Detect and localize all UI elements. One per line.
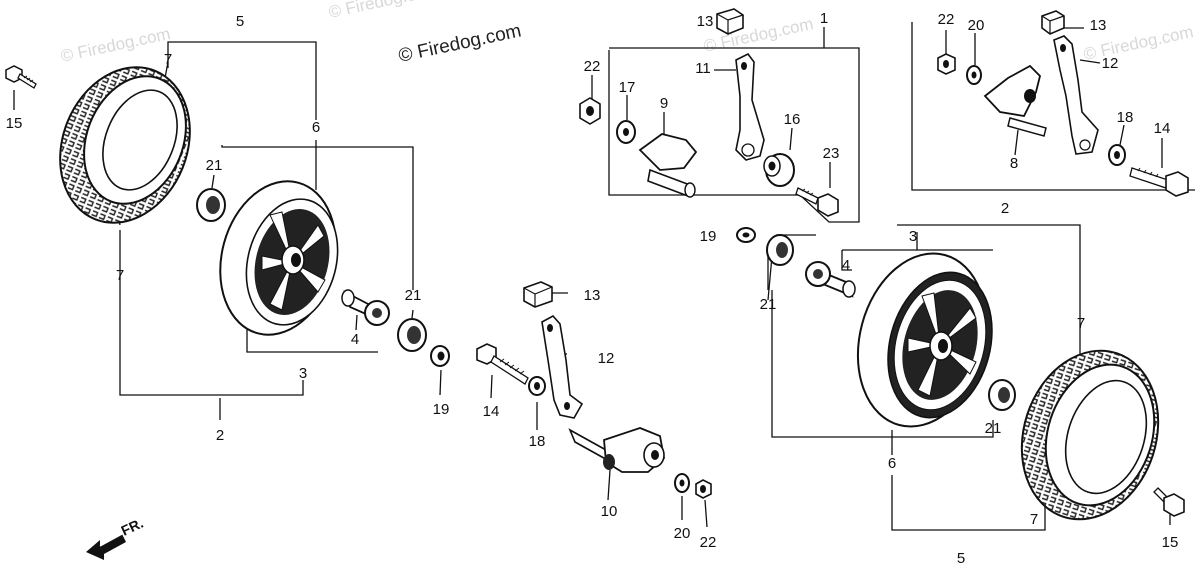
callout-number: 14 — [483, 403, 500, 420]
callout-number: 13 — [584, 287, 601, 304]
rubber-cap — [523, 281, 553, 308]
axle-hanger — [568, 427, 665, 473]
axle-hanger — [638, 133, 698, 198]
callout-number: 19 — [433, 401, 450, 418]
callout-number: 21 — [405, 287, 422, 304]
watermark-faint: © Firedog.com — [327, 0, 440, 22]
callout-number: 16 — [784, 111, 801, 128]
callout-number: 11 — [695, 60, 711, 77]
flange-nut — [579, 97, 601, 125]
callout-number: 1 — [820, 10, 828, 27]
callout-number: 12 — [598, 350, 615, 367]
flange-nut — [695, 479, 712, 499]
callout-number: 4 — [842, 257, 850, 274]
callout-number: 23 — [823, 145, 840, 162]
washer — [528, 376, 546, 396]
washer — [736, 227, 756, 243]
axle-hanger — [983, 64, 1047, 137]
wheel — [219, 180, 339, 336]
bearing — [766, 234, 794, 266]
callout-number: 21 — [760, 296, 777, 313]
bearing — [988, 379, 1016, 411]
callout-number: 6 — [312, 119, 320, 136]
flange-bolt — [1153, 487, 1185, 517]
callout-number: 19 — [700, 228, 717, 245]
callout-number: 10 — [601, 503, 618, 520]
callout-number: 14 — [1154, 120, 1171, 137]
callout-number: 15 — [1162, 534, 1179, 551]
callout-number: 20 — [674, 525, 691, 542]
callout-number: 18 — [529, 433, 546, 450]
bolt — [476, 343, 529, 385]
callout-number: 4 — [351, 331, 359, 348]
washer — [674, 473, 690, 493]
collar — [341, 289, 390, 326]
callout-number: 15 — [6, 115, 23, 132]
callout-number: 22 — [700, 534, 717, 551]
callout-number: 7 — [1030, 511, 1038, 528]
callout-number: 17 — [619, 79, 636, 96]
callout-number: 21 — [206, 157, 223, 174]
wheel — [856, 252, 993, 428]
callout-number: 20 — [968, 17, 985, 34]
callout-number: 18 — [1117, 109, 1134, 126]
callout-number: 6 — [888, 455, 896, 472]
washer — [430, 345, 450, 367]
watermark: © Firedog.com © Firedog.com © Firedog.co… — [59, 0, 1195, 67]
height-adjust-plate — [735, 52, 765, 161]
callout-number: 21 — [985, 420, 1002, 437]
callout-number: 9 — [660, 95, 668, 112]
callout-number: 13 — [1090, 17, 1107, 34]
rubber-cap — [716, 8, 744, 35]
callout-number: 7 — [116, 267, 124, 284]
height-adjust-plate — [1053, 35, 1099, 155]
callout-number: 7 — [1077, 315, 1085, 332]
direction-label: FR. — [119, 515, 146, 539]
watermark-faint: © Firedog.com — [59, 24, 172, 66]
watermark-main: © Firedog.com — [397, 20, 524, 67]
callout-number: 2 — [216, 427, 224, 444]
callout-number: 2 — [1001, 200, 1009, 217]
callout-number: 12 — [1102, 55, 1119, 72]
front-direction-arrow-icon: FR. — [86, 515, 146, 560]
flange-nut — [937, 53, 956, 75]
callout-number: 22 — [584, 58, 601, 75]
flange-bolt — [5, 65, 37, 89]
bearing — [196, 188, 226, 222]
callout-number: 3 — [909, 228, 917, 245]
height-adjust-plate — [541, 314, 584, 419]
callout-number: 5 — [236, 13, 244, 30]
callout-number: 3 — [299, 365, 307, 382]
washer — [966, 65, 982, 85]
callout-number: 22 — [938, 11, 955, 28]
callout-number: 8 — [1010, 155, 1018, 172]
callout-number: 13 — [697, 13, 714, 30]
bolt — [1129, 167, 1189, 197]
flange-bolt — [795, 187, 839, 217]
collar — [805, 261, 856, 298]
tire — [59, 66, 191, 224]
bearing — [397, 318, 427, 352]
callout-number: 5 — [957, 550, 965, 567]
washer — [616, 120, 636, 144]
bushing — [763, 153, 795, 187]
tire — [1020, 349, 1160, 521]
rubber-cap — [1041, 10, 1065, 35]
washer — [1108, 144, 1126, 166]
callout-number: 7 — [164, 51, 172, 68]
